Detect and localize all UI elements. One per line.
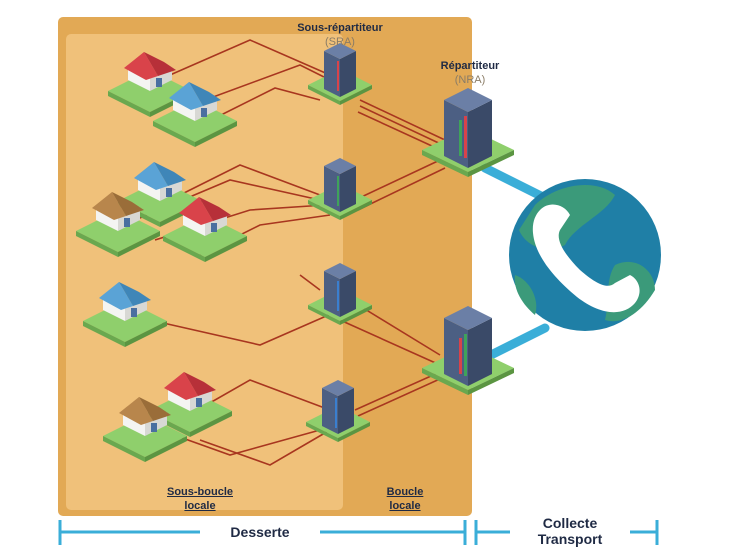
sra-subtitle: (SRA): [325, 36, 355, 48]
collecte-label: Collecte Transport: [510, 515, 630, 547]
collecte-line1: Collecte: [542, 515, 598, 531]
house-icon: [153, 82, 237, 147]
sous-boucle-line2: locale: [184, 500, 216, 512]
globe-phone-icon: [509, 179, 661, 331]
sous-boucle-line1: Sous-boucle: [166, 486, 233, 498]
sous-boucle-label: Sous-boucle locale: [150, 485, 250, 513]
sous-boucle-zone: [66, 34, 343, 510]
house-icon: [118, 162, 202, 227]
nra-title: Répartiteur: [440, 60, 500, 72]
house-icon: [163, 197, 247, 262]
sra-title: Sous-répartiteur: [297, 22, 383, 34]
house-icon: [76, 192, 160, 257]
nra-subtitle: (NRA): [454, 74, 486, 86]
transport-links: [480, 163, 550, 363]
boucle-line1: Boucle: [386, 486, 424, 498]
nra-cabinet-icon: [422, 306, 514, 395]
house-icon: [103, 397, 187, 462]
sra-cabinet-icon: [308, 43, 372, 105]
house-icon: [83, 282, 167, 347]
sra-cabinet-icon: [306, 380, 370, 442]
nra-cabinet-icon: [422, 88, 514, 177]
sra-cabinet-icon: [308, 263, 372, 325]
house-icon: [108, 52, 192, 117]
boucle-locale-label: Boucle locale: [370, 485, 440, 513]
collecte-line2: Transport: [537, 531, 603, 547]
house-icon: [148, 372, 232, 437]
boucle-line2: locale: [389, 500, 421, 512]
desserte-label: Desserte: [200, 524, 320, 540]
sra-cabinet-icon: [308, 158, 372, 220]
